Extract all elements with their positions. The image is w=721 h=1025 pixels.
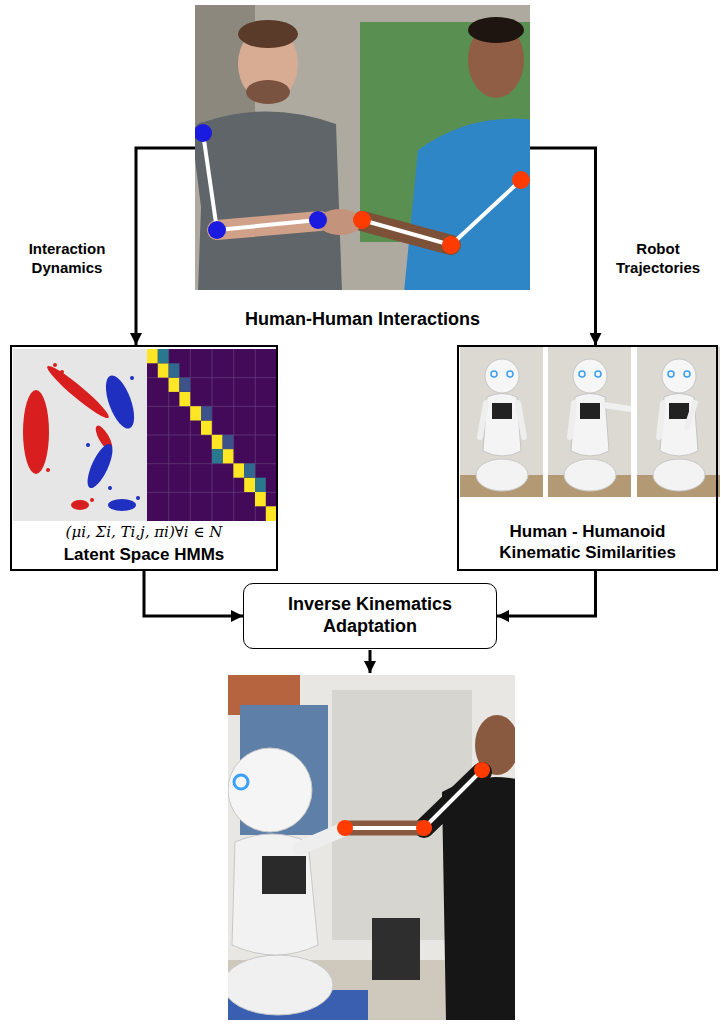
robot-handshake-photo — [228, 675, 515, 1020]
robot-pose-photos-part-part — [659, 403, 663, 437]
transition-matrix-part — [266, 506, 277, 521]
robot-pose-photos-part-part — [518, 403, 524, 437]
robot-handshake-photo-part — [262, 856, 306, 894]
handshake-photo-part — [468, 17, 524, 43]
handshake-photo-part — [203, 133, 318, 230]
transition-matrix-part — [233, 463, 244, 477]
robot-pose-photos-part-part — [460, 347, 543, 497]
transition-matrix-part — [255, 478, 266, 492]
hmm-ellipse-plot-part — [46, 468, 50, 472]
rounded-process-box: Inverse Kinematics Adaptation — [243, 583, 497, 649]
transition-matrix-part — [223, 449, 234, 463]
robot-handshake-photo-part — [300, 830, 342, 848]
handshake-photo-part — [362, 180, 521, 245]
photo-panel: Human-Human Interactions — [195, 5, 530, 335]
flow-arrow — [144, 571, 243, 616]
robot-pose-photos-part-part — [548, 347, 631, 497]
handshake-photo-part — [309, 211, 327, 229]
hmm-ellipse-plot — [13, 349, 147, 521]
edge-label: Interaction Dynamics — [8, 240, 126, 278]
robot-handshake-photo-part — [474, 762, 490, 778]
transition-matrix-part — [147, 349, 158, 363]
handshake-photo-part — [246, 80, 290, 104]
transition-matrix-part — [169, 378, 180, 392]
node-label: Human-Human Interactions — [245, 309, 480, 331]
hmm-ellipse-plot-part — [71, 500, 89, 510]
transition-matrix-part — [169, 363, 180, 377]
hmm-ellipse-plot-part — [108, 486, 112, 490]
transition-matrix-part — [223, 435, 234, 449]
transition-matrix-part — [147, 349, 277, 521]
robot-pose-photos-part — [548, 347, 631, 497]
robot-handshake-photo-part — [372, 918, 420, 980]
robot-pose-photos-part-part — [687, 403, 695, 427]
output-arrow — [369, 650, 372, 673]
transition-matrix-part — [212, 449, 223, 463]
robot-pose-photos-part-part — [480, 403, 486, 437]
flow-arrow — [136, 148, 195, 345]
robot-handshake-photo-part — [345, 770, 482, 828]
transition-matrix-part — [158, 349, 169, 363]
transition-matrix-part — [201, 421, 212, 435]
transition-matrix-part — [147, 349, 277, 521]
handshake-photo-part — [195, 124, 212, 142]
hmm-ellipse-plot-part — [13, 349, 147, 521]
transition-matrix-part — [201, 406, 212, 420]
handshake-photo-part — [404, 119, 530, 290]
transition-matrix-part — [179, 378, 190, 392]
robot-handshake-photo-part — [234, 775, 248, 789]
hmm-ellipse-plot-part — [44, 362, 113, 423]
robot-handshake-photo-part — [228, 748, 312, 832]
robot-pose-photos-part-part — [637, 347, 720, 497]
robot-pose-photos-part-part — [604, 405, 630, 409]
transition-matrix — [147, 349, 277, 521]
transition-matrix-part — [158, 363, 169, 377]
hmm-ellipse-plot-part — [90, 498, 94, 502]
process-box: (μi, Σi, Ti,j, πi)∀i ∈ N Latent Space HMM… — [10, 345, 278, 571]
hmm-ellipse-plot-part — [130, 376, 134, 380]
node-label: Human - Humanoid Kinematic Similarities — [485, 522, 690, 563]
hmm-ellipse-plot-part — [23, 390, 49, 474]
handshake-photo-part — [198, 111, 342, 290]
node-label: Inverse Kinematics Adaptation — [280, 594, 460, 637]
transition-matrix-part — [190, 406, 201, 420]
hmm-ellipse-plot-part — [86, 443, 90, 447]
handshake-photo-part — [238, 20, 298, 48]
transition-matrix-part — [212, 435, 223, 449]
handshake-photo-part — [512, 171, 530, 189]
hmm-ellipse-plot-part — [60, 370, 64, 374]
handshake-photo-part — [442, 236, 460, 254]
hmm-ellipse-plot-part — [108, 499, 136, 511]
robot-handshake-photo-part — [228, 955, 333, 1015]
formula-text: (μi, Σi, Ti,j, πi)∀i ∈ N — [66, 523, 223, 541]
hmm-ellipse-plot-part — [53, 363, 57, 367]
handshake-photo-part — [208, 221, 226, 239]
robot-pose-photos-part-part — [570, 403, 574, 437]
robot-pose-photos-part — [460, 347, 543, 497]
robot-pose-photos — [460, 347, 720, 497]
hmm-ellipse-plot-part — [136, 496, 140, 500]
hmm-ellipse-plot-part — [83, 441, 118, 491]
hmm-ellipse-plot-part — [100, 372, 140, 432]
transition-matrix-part — [179, 392, 190, 406]
robot-handshake-photo-part — [337, 820, 353, 836]
handshake-photo — [195, 5, 530, 290]
flow-arrow — [530, 148, 596, 345]
process-box: Human - Humanoid Kinematic Similarities — [457, 345, 718, 571]
transition-matrix-part — [244, 478, 255, 492]
flow-arrow — [497, 571, 596, 616]
robot-handshake-photo-part — [416, 820, 432, 836]
transition-matrix-part — [244, 463, 255, 477]
edge-label: Robot Trajectories — [599, 240, 717, 278]
robot-pose-photos-part — [637, 347, 720, 497]
transition-matrix-part — [255, 492, 266, 506]
handshake-photo-part — [353, 211, 371, 229]
node-label: Latent Space HMMs — [64, 545, 225, 565]
